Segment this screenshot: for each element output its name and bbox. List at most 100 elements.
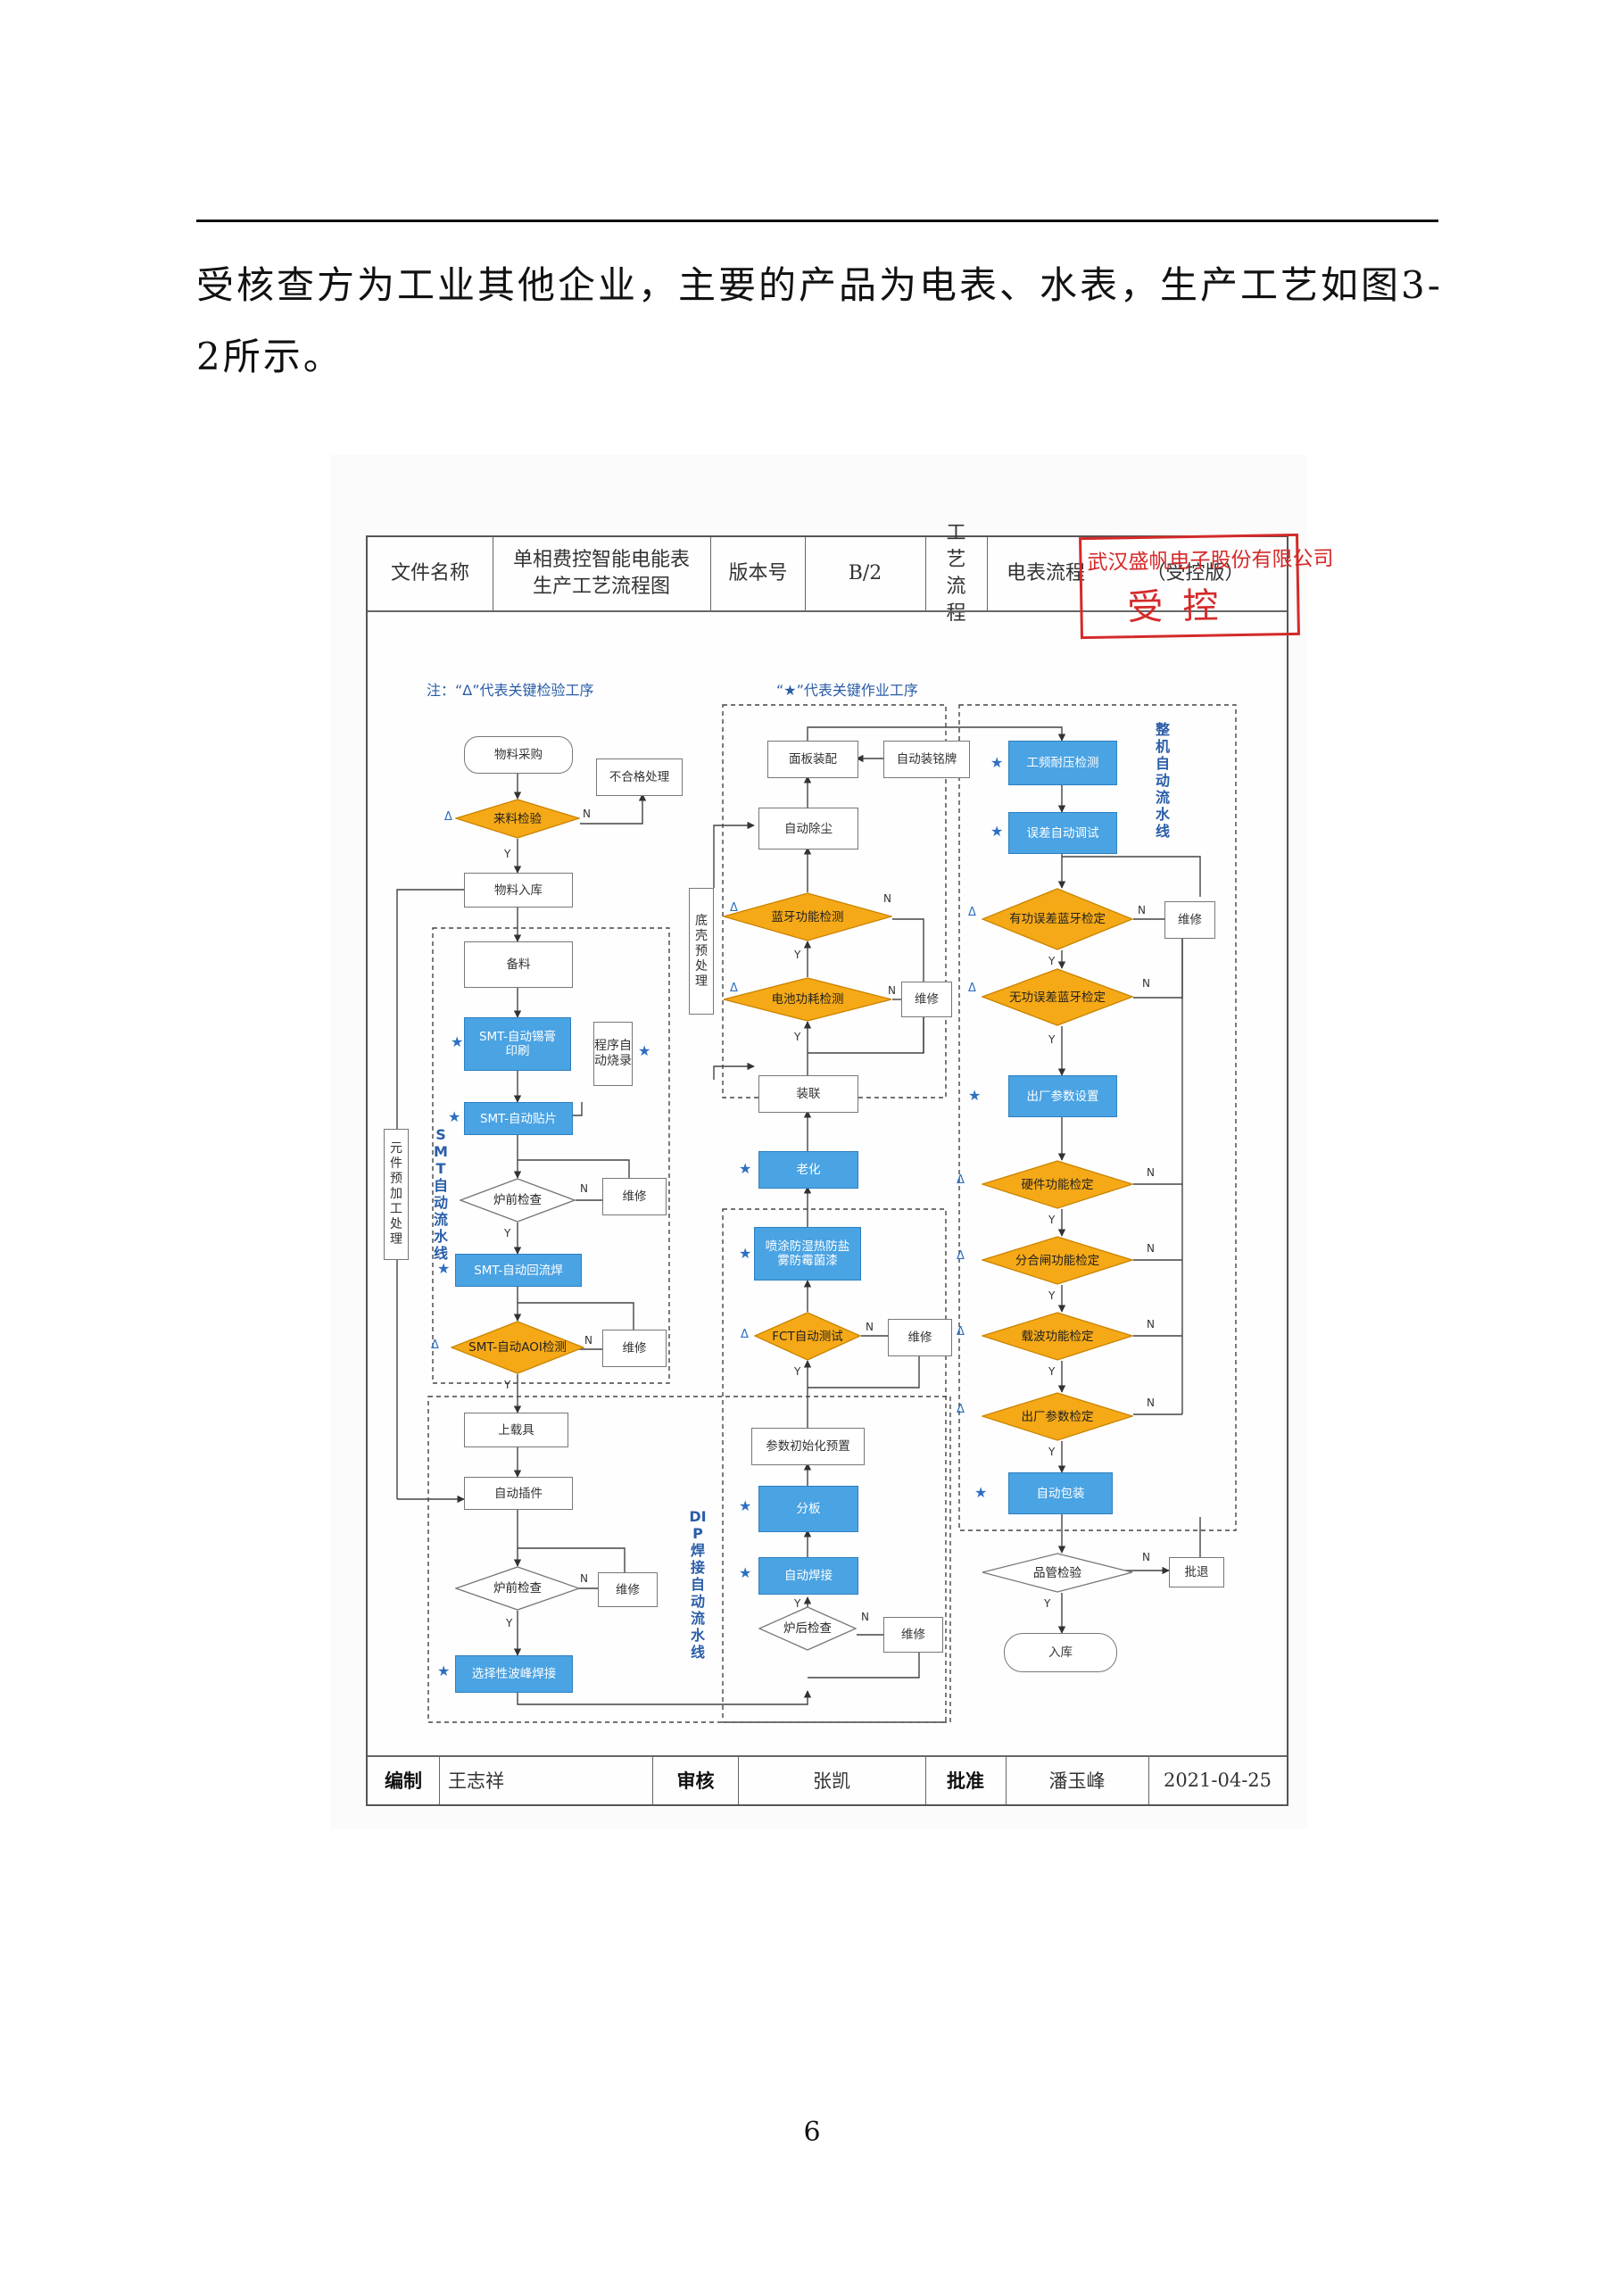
star-icon: ★ <box>739 1497 752 1514</box>
controlled-label: （受控版） <box>1146 562 1245 584</box>
n-label: N <box>1147 1242 1155 1255</box>
delta-icon: Δ <box>730 901 738 915</box>
smt-reflow-node: SMT-自动回流焊 <box>455 1254 582 1287</box>
process-value: 电表流程 <box>1006 562 1085 584</box>
star-icon: ★ <box>437 1260 451 1277</box>
auto-insert-node: 自动插件 <box>464 1477 573 1510</box>
delta-icon: Δ <box>431 1339 439 1352</box>
delta-icon: Δ <box>730 982 738 995</box>
panel-assembly-node: 面板装配 <box>767 741 858 778</box>
shell-preprocess-box: 底壳预处理 <box>689 888 714 1015</box>
auto-dust-node: 自动除尘 <box>758 808 858 850</box>
active-bt-diamond: 有功误差蓝牙检定 <box>982 888 1133 950</box>
y-label: Y <box>1048 955 1056 967</box>
delta-icon: Δ <box>957 1173 965 1187</box>
nameplate-node: 自动装铭牌 <box>883 741 970 778</box>
carrier-check-label: 载波功能检定 <box>1021 1329 1094 1344</box>
smt-aoi-label: SMT-自动AOI检测 <box>468 1340 567 1355</box>
reactive-bt-diamond: 无功误差蓝牙检定 <box>982 968 1133 1026</box>
n-label: N <box>1138 904 1146 916</box>
hardware-check-diamond: 硬件功能检定 <box>982 1160 1133 1209</box>
delta-icon: Δ <box>957 1403 965 1416</box>
star-icon: ★ <box>451 1033 464 1050</box>
version-value: B/2 <box>805 537 926 610</box>
delta-icon: Δ <box>968 906 976 919</box>
y-label: Y <box>506 1617 513 1629</box>
n-label: N <box>580 1572 588 1585</box>
y-label: Y <box>1048 1289 1056 1302</box>
star-icon: ★ <box>448 1108 461 1125</box>
coating-node: 喷涂防湿热防盐雾防霉菌漆 <box>754 1227 861 1281</box>
bt-test-diamond: 蓝牙功能检测 <box>723 892 892 941</box>
store-node: 入库 <box>1004 1633 1117 1672</box>
y-label: Y <box>504 1227 511 1239</box>
fct-test-label: FCT自动测试 <box>772 1329 843 1344</box>
approved-label: 批准 <box>925 1756 1007 1804</box>
star-icon: ★ <box>974 1484 988 1501</box>
n-label: N <box>580 1182 588 1195</box>
component-preprocess-box: 元件预加工处理 <box>384 1129 409 1260</box>
fct-test-diamond: FCT自动测试 <box>754 1312 861 1361</box>
whole-line-label: 整机自动流水线 <box>1155 721 1170 840</box>
star-icon: ★ <box>739 1564 752 1581</box>
delta-icon: Δ <box>957 1325 965 1339</box>
program-burn-node: 程序自动烧录 <box>593 1022 633 1086</box>
delta-icon: Δ <box>957 1249 965 1263</box>
header-rule <box>196 220 1438 222</box>
switch-check-label: 分合闸功能检定 <box>1015 1253 1100 1268</box>
aging-node: 老化 <box>758 1151 858 1189</box>
smt-line-label: SMT自动流水线 <box>433 1126 448 1262</box>
factory-param-check-label: 出厂参数检定 <box>1021 1409 1094 1424</box>
n-label: N <box>583 808 591 820</box>
repair2-node: 维修 <box>602 1330 667 1367</box>
pre-check2-diamond: 炉前检查 <box>455 1566 580 1611</box>
qc-check-label: 品管检验 <box>1033 1565 1081 1580</box>
y-label: Y <box>794 1031 801 1043</box>
param-init-node: 参数初始化预置 <box>751 1428 865 1465</box>
y-label: Y <box>1048 1446 1056 1458</box>
y-label: Y <box>794 1597 801 1610</box>
n-label: N <box>888 984 896 997</box>
footer-divider <box>368 1755 1287 1757</box>
coating-group-outline <box>722 1208 947 1723</box>
page-number: 6 <box>803 2117 821 2148</box>
star-icon: ★ <box>739 1160 752 1177</box>
auto-pack-node: 自动包装 <box>1008 1472 1113 1514</box>
star-icon: ★ <box>968 1087 982 1104</box>
selective-wave-node: 选择性波峰焊接 <box>455 1655 573 1693</box>
dip-group-outline <box>427 1396 951 1723</box>
load-carrier-node: 上载具 <box>464 1413 568 1447</box>
stamp-word: 受控 <box>1127 585 1239 629</box>
smt-place-node: SMT-自动贴片 <box>464 1102 573 1135</box>
y-label: Y <box>1048 1033 1056 1046</box>
delta-note: 注：“Δ”代表关键检验工序 <box>427 682 594 699</box>
repair6-node: 维修 <box>901 982 952 1017</box>
file-name: 单相费控智能电能表生产工艺流程图 <box>493 537 711 610</box>
repair7-node: 维修 <box>1164 901 1215 939</box>
hardware-check-label: 硬件功能检定 <box>1021 1177 1094 1192</box>
company-stamp: 武汉盛帆电子股份有限公司 受控 <box>1079 533 1334 640</box>
switch-check-diamond: 分合闸功能检定 <box>982 1236 1133 1285</box>
y-label: Y <box>1048 1365 1056 1378</box>
star-icon: ★ <box>638 1042 651 1059</box>
bt-test-label: 蓝牙功能检测 <box>771 909 844 924</box>
star-icon: ★ <box>437 1662 451 1679</box>
pf-withstand-node: 工频耐压检测 <box>1008 741 1117 785</box>
pre-check1-diamond: 炉前检查 <box>460 1178 576 1223</box>
qc-check-diamond: 品管检验 <box>982 1553 1133 1593</box>
prepared-label: 编制 <box>368 1756 440 1804</box>
smt-aoi-diamond: SMT-自动AOI检测 <box>451 1321 584 1374</box>
batch-return-node: 批退 <box>1169 1557 1224 1587</box>
battery-test-diamond: 电池功耗检测 <box>723 977 892 1022</box>
header-divider <box>368 610 1287 612</box>
reactive-bt-label: 无功误差蓝牙检定 <box>1009 990 1106 1005</box>
form-date: 2021-04-25 <box>1163 1770 1272 1791</box>
prepare-node: 备料 <box>464 941 573 988</box>
star-icon: ★ <box>990 754 1004 771</box>
star-icon: ★ <box>739 1245 752 1262</box>
purchase-node: 物料采购 <box>464 736 573 774</box>
n-label: N <box>584 1334 592 1347</box>
active-bt-label: 有功误差蓝牙检定 <box>1009 912 1106 926</box>
n-label: N <box>1147 1397 1155 1409</box>
